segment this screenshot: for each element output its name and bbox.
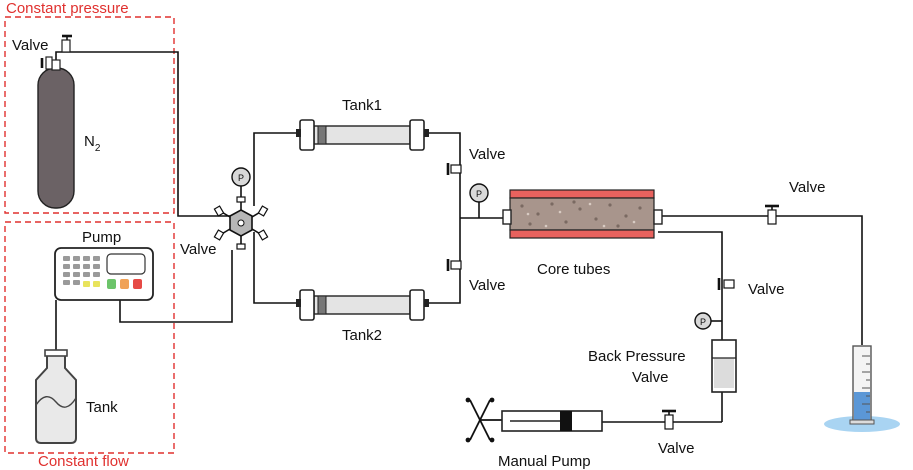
- manual-pump-label: Manual Pump: [498, 453, 591, 470]
- back-pressure-gauge-icon: [694, 312, 722, 330]
- back-pressure-gauge-p: P: [700, 317, 706, 327]
- back-pressure-valve-icon: [711, 339, 737, 393]
- back-pressure-line-valve-label: Valve: [748, 281, 784, 298]
- tank-label: Tank: [86, 399, 118, 416]
- back-pressure-valve-label-1: Back Pressure: [588, 348, 686, 365]
- constant-flow-box: [4, 221, 175, 454]
- collector-valve-icon: [765, 204, 779, 225]
- pressure-gauge-icon: [231, 167, 251, 187]
- constant-pressure-box: [4, 16, 175, 214]
- core-tubes: [502, 189, 663, 239]
- n2-label: N2: [84, 133, 101, 154]
- core-inlet-gauge-p: P: [476, 189, 482, 199]
- n2-cylinder: [37, 59, 75, 209]
- tank1-cylinder: [296, 119, 429, 151]
- constant-pressure-label: Constant pressure: [6, 0, 129, 17]
- back-pressure-line-valve-icon: [717, 278, 735, 290]
- manual-pump-valve-icon: [662, 409, 676, 430]
- core-inlet-gauge-icon: [469, 183, 489, 203]
- collector-valve-label: Valve: [789, 179, 825, 196]
- tank1-outlet-valve-icon: [446, 163, 462, 175]
- tank-bottle-icon: [35, 349, 77, 444]
- tank2-outlet-valve-icon: [446, 259, 462, 271]
- piping: [55, 51, 863, 440]
- back-pressure-valve-label-2: Valve: [632, 369, 668, 386]
- core-tubes-label: Core tubes: [537, 261, 610, 278]
- constant-flow-label: Constant flow: [38, 453, 129, 470]
- pump-label: Pump: [82, 229, 121, 246]
- tank1-outlet-valve-label: Valve: [469, 146, 505, 163]
- tank1-label: Tank1: [342, 97, 382, 114]
- tank2-cylinder: [296, 289, 429, 321]
- gauge-p-label: P: [238, 173, 244, 183]
- six-way-valve-label: Valve: [180, 241, 216, 258]
- cylinder-valve-icon: [40, 34, 72, 70]
- tank2-outlet-valve-label: Valve: [469, 277, 505, 294]
- manual-pump-valve-label: Valve: [658, 440, 694, 457]
- manual-pump-icon: [465, 397, 603, 443]
- pump-icon: [54, 247, 154, 301]
- tank2-label: Tank2: [342, 327, 382, 344]
- graduated-cylinder-icon: [824, 345, 900, 432]
- six-way-valve-icon: [213, 196, 269, 250]
- cylinder-valve-label: Valve: [12, 37, 48, 54]
